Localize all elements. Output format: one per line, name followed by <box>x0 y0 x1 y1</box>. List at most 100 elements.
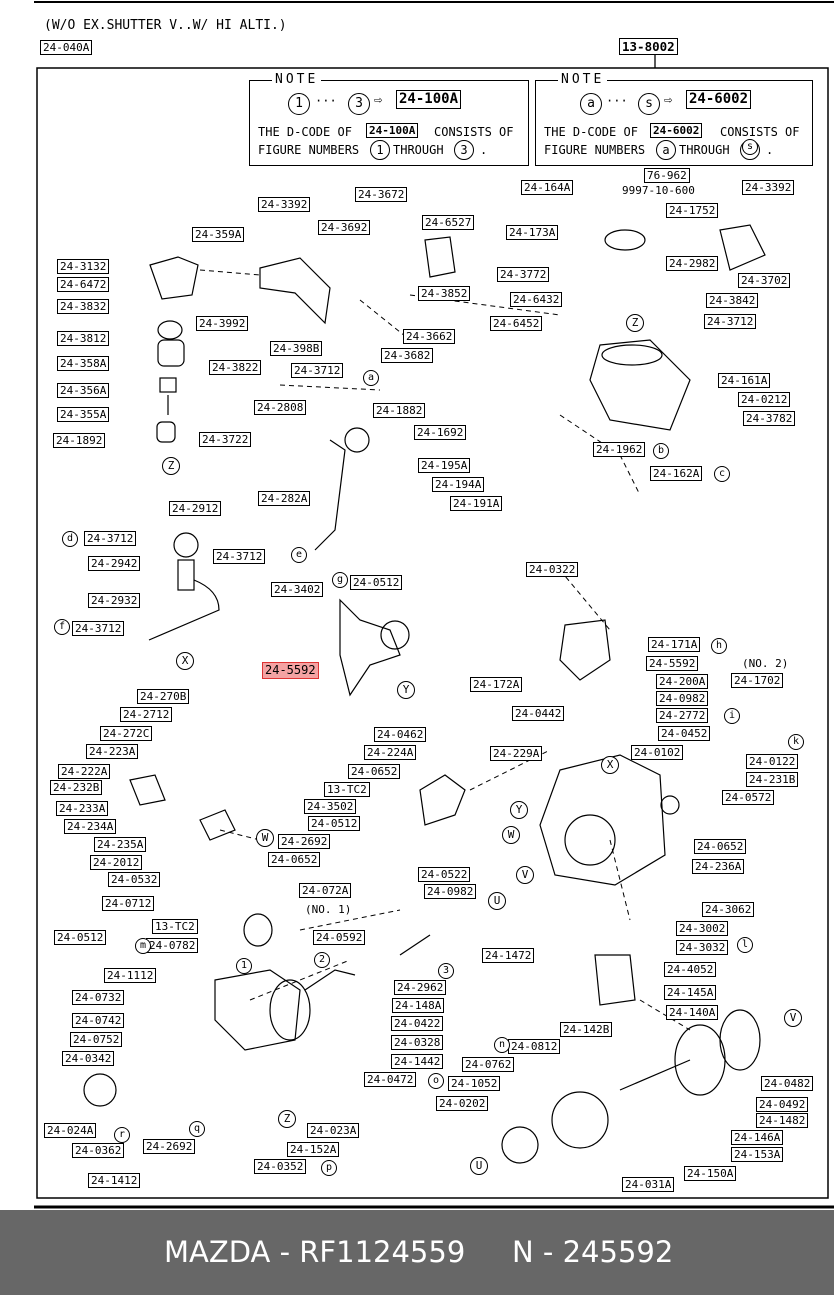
part-label[interactable]: 24-0492 <box>756 1097 809 1112</box>
part-label[interactable]: 24-0512 <box>54 930 107 945</box>
part-label[interactable]: 24-146A <box>731 1130 784 1145</box>
part-label[interactable]: 24-040A <box>40 40 93 55</box>
part-label[interactable]: 24-0532 <box>108 872 161 887</box>
part-label[interactable]: 24-0422 <box>391 1016 444 1031</box>
part-label[interactable]: 24-148A <box>392 998 445 1013</box>
part-label[interactable]: 24-153A <box>731 1147 784 1162</box>
part-label[interactable]: 24-142B <box>560 1022 613 1037</box>
part-label[interactable]: 13-TC2 <box>324 782 370 797</box>
part-label[interactable]: 24-0362 <box>72 1143 125 1158</box>
part-label[interactable]: 24-0982 <box>656 691 709 706</box>
part-label[interactable]: 24-359A <box>192 227 245 242</box>
part-label[interactable]: 24-3852 <box>418 286 471 301</box>
part-label[interactable]: 24-1052 <box>448 1076 501 1091</box>
part-label[interactable]: 24-5592 <box>646 656 699 671</box>
part-label[interactable]: 24-1112 <box>104 968 157 983</box>
part-label[interactable]: 24-270B <box>137 689 190 704</box>
part-label[interactable]: 24-6527 <box>422 215 475 230</box>
part-label[interactable]: 24-0482 <box>761 1076 814 1091</box>
part-label[interactable]: 24-0652 <box>268 852 321 867</box>
part-label[interactable]: 24-2808 <box>254 400 307 415</box>
part-label[interactable]: 24-0712 <box>102 896 155 911</box>
part-label[interactable]: 24-2942 <box>88 556 141 571</box>
part-label[interactable]: 24-6432 <box>510 292 563 307</box>
part-label[interactable]: 24-072A <box>299 883 352 898</box>
part-label[interactable]: 24-3402 <box>271 582 324 597</box>
part-label[interactable]: 24-233A <box>56 801 109 816</box>
part-label[interactable]: 24-0522 <box>418 867 471 882</box>
part-label[interactable]: 24-200A <box>656 674 709 689</box>
part-label[interactable]: 24-191A <box>450 496 503 511</box>
part-label[interactable]: 24-3682 <box>381 348 434 363</box>
part-label[interactable]: 24-356A <box>57 383 110 398</box>
part-label[interactable]: 24-0452 <box>658 726 711 741</box>
part-label[interactable]: 24-3712 <box>291 363 344 378</box>
part-label[interactable]: 24-0742 <box>72 1013 125 1028</box>
part-label[interactable]: 24-224A <box>364 745 417 760</box>
part-label[interactable]: 24-232B <box>50 780 103 795</box>
part-label[interactable]: 24-3672 <box>355 187 408 202</box>
part-label[interactable]: 24-223A <box>86 744 139 759</box>
part-label[interactable]: 24-2982 <box>666 256 719 271</box>
part-label[interactable]: 24-3132 <box>57 259 110 274</box>
part-label[interactable]: 24-1442 <box>391 1054 444 1069</box>
part-label[interactable]: 24-3712 <box>704 314 757 329</box>
part-label[interactable]: 24-3992 <box>196 316 249 331</box>
part-label[interactable]: 24-3812 <box>57 331 110 346</box>
part-label[interactable]: 24-0462 <box>374 727 427 742</box>
part-label[interactable]: 24-0212 <box>738 392 791 407</box>
part-label[interactable]: 24-0102 <box>631 745 684 760</box>
part-label[interactable]: 24-3772 <box>497 267 550 282</box>
part-label[interactable]: 24-3702 <box>738 273 791 288</box>
part-label[interactable]: 24-1892 <box>53 433 106 448</box>
part-label[interactable]: 24-023A <box>307 1123 360 1138</box>
part-label[interactable]: 24-3002 <box>676 921 729 936</box>
part-label[interactable]: 24-358A <box>57 356 110 371</box>
part-label[interactable]: 24-162A <box>650 466 703 481</box>
part-label[interactable]: 24-3032 <box>676 940 729 955</box>
part-label[interactable]: 24-140A <box>666 1005 719 1020</box>
part-label[interactable]: 24-2692 <box>278 834 331 849</box>
part-label[interactable]: 24-0472 <box>364 1072 417 1087</box>
part-label[interactable]: 24-236A <box>692 859 745 874</box>
part-label[interactable]: 24-222A <box>58 764 111 779</box>
part-label[interactable]: 24-172A <box>470 677 523 692</box>
part-label[interactable]: 24-2012 <box>90 855 143 870</box>
part-label[interactable]: 24-3662 <box>403 329 456 344</box>
part-label[interactable]: 24-0652 <box>348 764 401 779</box>
part-label[interactable]: 24-231B <box>746 772 799 787</box>
part-label[interactable]: 24-235A <box>94 837 147 852</box>
part-label[interactable]: 24-195A <box>418 458 471 473</box>
part-label[interactable]: 24-0812 <box>508 1039 561 1054</box>
part-label[interactable]: 24-3062 <box>702 902 755 917</box>
part-label[interactable]: 24-1882 <box>373 403 426 418</box>
highlighted-part-label[interactable]: 24-5592 <box>262 662 319 679</box>
part-label[interactable]: 24-0202 <box>436 1096 489 1111</box>
part-label[interactable]: 24-1752 <box>666 203 719 218</box>
part-label[interactable]: 24-0122 <box>746 754 799 769</box>
part-label[interactable]: 24-3712 <box>84 531 137 546</box>
part-label[interactable]: 13-TC2 <box>152 919 198 934</box>
part-label[interactable]: 24-3392 <box>742 180 795 195</box>
part-label[interactable]: 24-4052 <box>664 962 717 977</box>
part-label[interactable]: 24-398B <box>270 341 323 356</box>
part-label[interactable]: 24-0732 <box>72 990 125 1005</box>
part-label[interactable]: 24-3722 <box>199 432 252 447</box>
part-label[interactable]: 24-0328 <box>391 1035 444 1050</box>
part-label[interactable]: 24-164A <box>521 180 574 195</box>
part-label[interactable]: 24-3822 <box>209 360 262 375</box>
part-label[interactable]: 24-1412 <box>88 1173 141 1188</box>
part-label[interactable]: 24-0512 <box>308 816 361 831</box>
part-label[interactable]: 24-3502 <box>304 799 357 814</box>
part-label[interactable]: 24-0592 <box>313 930 366 945</box>
part-label[interactable]: 24-3842 <box>706 293 759 308</box>
part-label[interactable]: 24-3832 <box>57 299 110 314</box>
part-label[interactable]: 24-3712 <box>213 549 266 564</box>
part-label[interactable]: 24-0572 <box>722 790 775 805</box>
part-label[interactable]: 24-150A <box>684 1166 737 1181</box>
part-label[interactable]: 24-2932 <box>88 593 141 608</box>
part-label[interactable]: 24-0652 <box>694 839 747 854</box>
part-label[interactable]: 24-145A <box>664 985 717 1000</box>
part-label[interactable]: 24-234A <box>64 819 117 834</box>
part-label[interactable]: 24-3782 <box>743 411 796 426</box>
